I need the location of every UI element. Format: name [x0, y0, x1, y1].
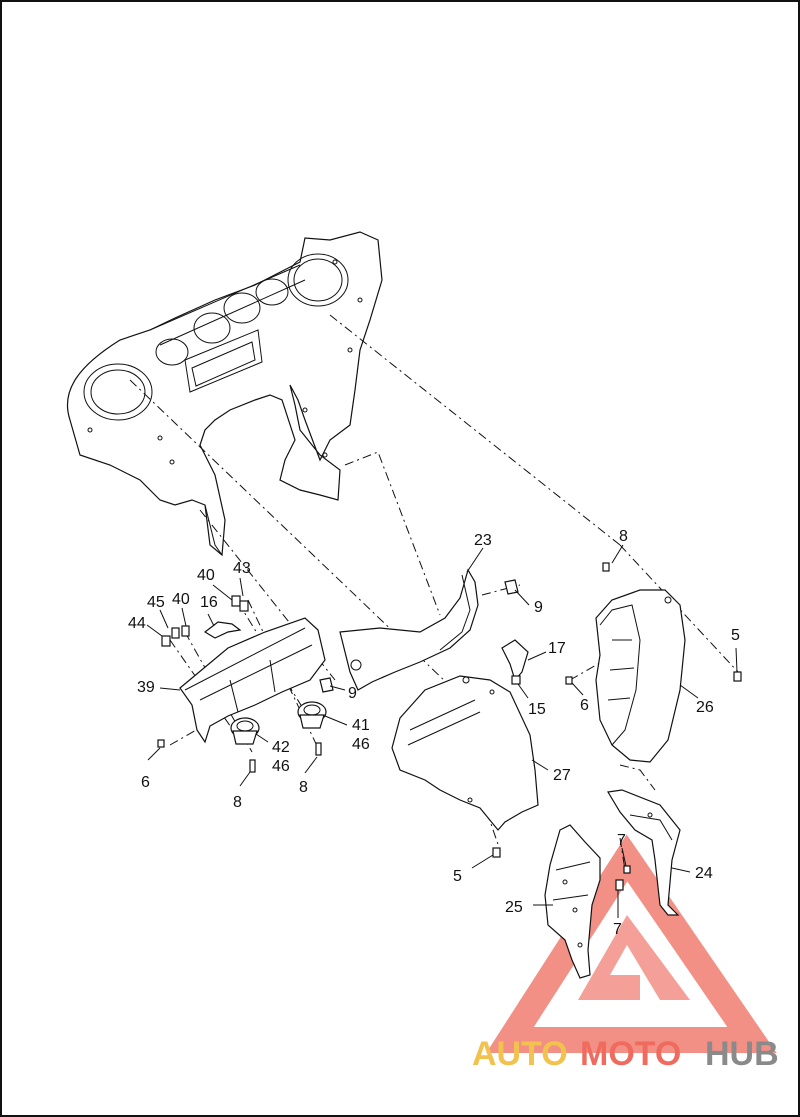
callout-9: 9 — [348, 685, 357, 702]
callout-24: 24 — [695, 865, 713, 882]
callout-40: 40 — [197, 567, 215, 584]
callout-25: 25 — [505, 899, 523, 916]
callout-46: 46 — [272, 758, 290, 775]
callout-8: 8 — [299, 779, 308, 796]
callout-7: 7 — [613, 921, 622, 938]
callout-8: 8 — [233, 794, 242, 811]
watermark-auto: AUTO — [472, 1035, 568, 1073]
leader-lines — [146, 544, 738, 918]
part-26-cover — [595, 589, 686, 763]
callout-40: 40 — [172, 591, 190, 608]
gauge-41 — [297, 701, 327, 729]
callout-23: 23 — [474, 532, 492, 549]
part-17-bracket — [501, 639, 529, 685]
callout-39: 39 — [137, 679, 155, 696]
callout-41: 41 — [352, 717, 370, 734]
callout-5: 5 — [453, 868, 462, 885]
callout-46: 46 — [352, 736, 370, 753]
callout-27: 27 — [553, 767, 571, 784]
callout-17: 17 — [548, 640, 566, 657]
callout-42: 42 — [272, 739, 290, 756]
part-24-bracket — [607, 789, 681, 916]
callout-6: 6 — [580, 697, 589, 714]
part-16-clip — [203, 621, 242, 639]
inner-fairing — [66, 231, 383, 557]
callout-6: 6 — [141, 774, 150, 791]
callout-5: 5 — [731, 627, 740, 644]
part-23-cover — [339, 568, 479, 691]
part-27-cover — [391, 675, 539, 831]
part-39-housing — [179, 617, 326, 744]
callout-45: 45 — [147, 594, 165, 611]
callout-26: 26 — [696, 699, 714, 716]
gauge-42 — [230, 717, 260, 745]
callout-8: 8 — [619, 528, 628, 545]
callout-16: 16 — [200, 594, 218, 611]
watermark-wordmark: AUTO MOTO HUB — [472, 1035, 779, 1073]
callout-43: 43 — [233, 560, 251, 577]
callout-9: 9 — [534, 599, 543, 616]
watermark-hub: HUB — [705, 1035, 779, 1073]
callout-15: 15 — [528, 701, 546, 718]
callout-7: 7 — [617, 832, 626, 849]
fasteners — [157, 562, 742, 891]
watermark-moto: MOTO — [580, 1035, 681, 1073]
callout-labels: 23 8 9 40 43 45 40 16 44 17 5 39 9 15 6 … — [128, 528, 740, 938]
callout-44: 44 — [128, 615, 146, 632]
